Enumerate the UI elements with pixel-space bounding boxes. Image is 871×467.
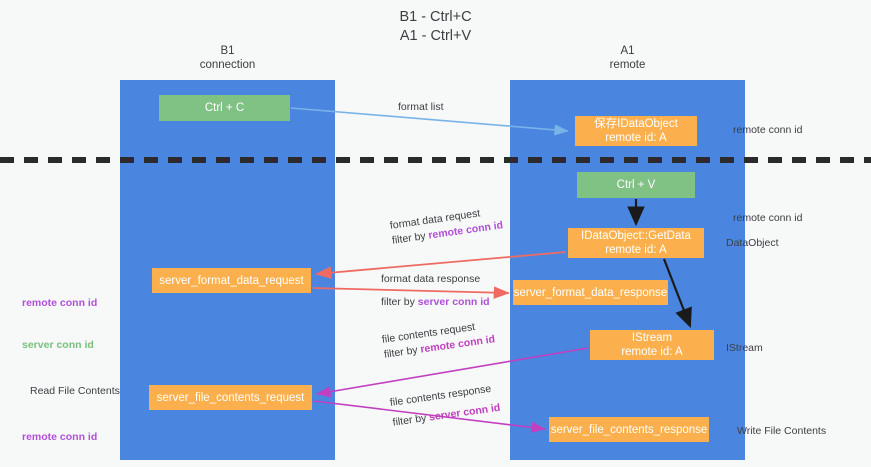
edge-label-format-data-response-line1: format data response [381,273,481,285]
annotation-left-conn-ids: remote conn id server conn id [22,268,97,380]
column-header-b1: B1 connection [199,45,256,71]
edge-label-format-data-request: format data request filter by remote con… [389,203,504,248]
edge-label-format-data-response-filter: filter by server conn id [381,295,490,310]
annotation-right-write-file-contents: Write File Contents [737,425,827,437]
node-server-file-contents-response[interactable]: server_file_contents_response [549,417,709,442]
edge-label-file-contents-response: file contents response filter by server … [389,381,501,431]
annotation-left-remote-conn-id-2: remote conn id [22,431,98,443]
filter-prefix: filter by [381,296,418,308]
column-header-a1: A1 remote [609,45,646,71]
filter-key: server conn id [417,296,490,308]
annotation-right-remote-conn-id-top: remote conn id [733,124,803,136]
filter-prefix: filter by [383,343,422,361]
annotation-left-read-file-contents: Read File Contents [30,385,120,397]
node-ctrl-c[interactable]: Ctrl + C [159,95,290,121]
phase-separator [0,157,871,163]
annotation-left-remote-conn-id: remote conn id [22,297,98,309]
annotation-left-server-conn-id: server conn id [22,339,94,351]
node-server-file-contents-request[interactable]: server_file_contents_request [149,385,312,410]
node-idataobject-getdata[interactable]: IDataObject::GetData remote id: A [568,228,704,258]
annotation-right-dataobject: DataObject [726,237,779,249]
edge-label-format-list: format list [398,100,444,115]
node-server-format-data-request[interactable]: server_format_data_request [152,268,311,293]
edge-label-format-data-response: format data response filter by server co… [381,272,490,310]
filter-prefix: filter by [391,411,431,429]
page-title: B1 - Ctrl+C A1 - Ctrl+V [399,9,472,44]
filter-key: server conn id [428,401,502,424]
node-server-format-data-response[interactable]: server_format_data_response [513,280,668,305]
node-ctrl-v[interactable]: Ctrl + V [577,172,695,198]
annotation-right-remote-conn-id-mid: remote conn id [733,212,803,224]
edge-label-file-contents-request: file contents request filter by remote c… [381,317,496,362]
node-istream[interactable]: IStream remote id: A [590,330,714,360]
node-idataobject[interactable]: 保存IDataObject remote id: A [575,116,697,146]
edge-label-format-list-line1: format list [398,101,444,113]
annotation-left-conn-ids-2: remote conn id server conn id [22,402,97,467]
annotation-right-istream: IStream [726,342,763,354]
filter-prefix: filter by [391,229,430,247]
